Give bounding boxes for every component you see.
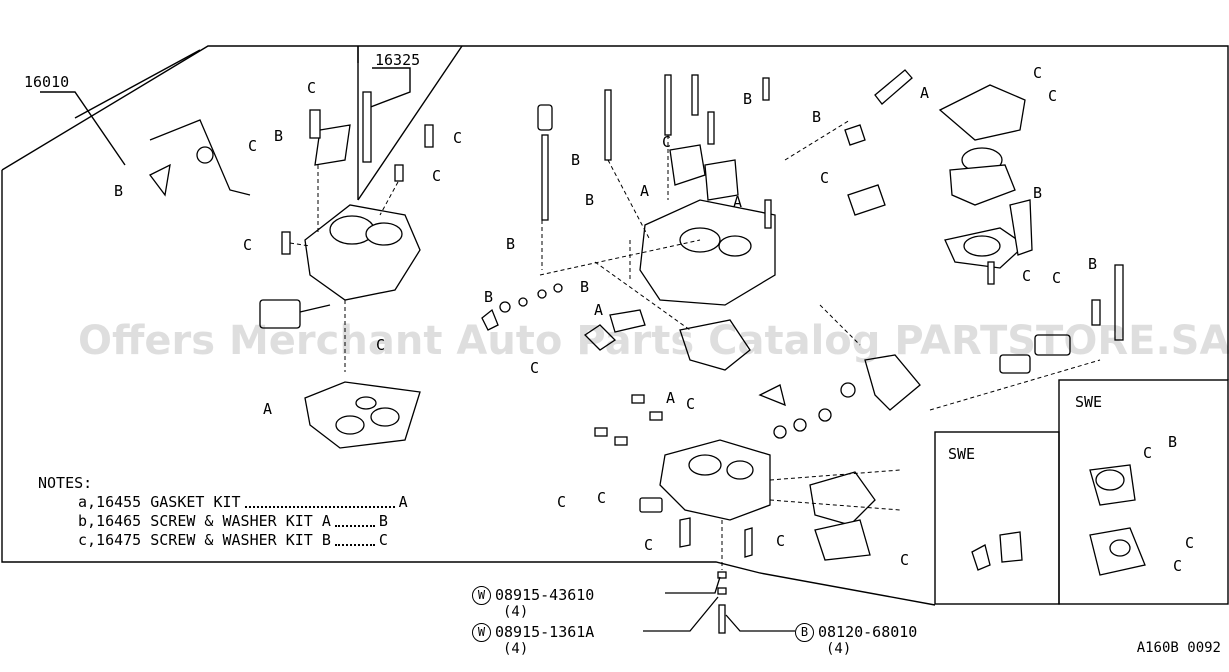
callout-a: A <box>263 400 273 418</box>
fastener-qty: (4) <box>503 604 529 620</box>
choke-diaphragm <box>844 69 1124 411</box>
callout-c: C <box>597 489 607 507</box>
part-number-16325-label: 16325 <box>375 51 421 69</box>
callout-c: C <box>1022 267 1032 285</box>
callout-c: C <box>432 167 442 185</box>
callout-b: B <box>506 235 516 253</box>
note-text: a,16455 GASKET KIT <box>78 493 241 511</box>
callout-b: B <box>484 288 494 306</box>
callout-b: B <box>580 278 590 296</box>
frame-left-bottom <box>1 170 936 606</box>
notes-block: NOTES: a,16455 GASKET KIT A b,16465 SCREW… <box>38 474 408 550</box>
callout-c: C <box>1052 269 1062 287</box>
base-gasket-left <box>304 381 421 449</box>
callout-c: C <box>900 551 910 569</box>
callout-c: C <box>243 236 253 254</box>
callout-c: C <box>820 169 830 187</box>
assembly-number-label: 16010 <box>24 73 70 91</box>
callout-b: B <box>1033 184 1043 202</box>
callout-b: B <box>743 90 753 108</box>
callout-c: C <box>557 493 567 511</box>
callout-b: B <box>571 151 581 169</box>
callout-c: C <box>530 359 540 377</box>
fastener-qty: (4) <box>826 641 852 657</box>
note-item: c,16475 SCREW & WASHER KIT B C <box>38 531 408 550</box>
lower-carburetor <box>594 382 876 634</box>
callout-b: B <box>274 127 284 145</box>
note-ref: B <box>378 512 388 530</box>
callout-c: C <box>686 395 696 413</box>
callout-b: B <box>812 108 822 126</box>
swe-label-1: SWE <box>948 445 976 463</box>
callout-b: B <box>585 191 595 209</box>
fastener-number: 08120-68010 <box>818 623 918 641</box>
notes-heading: NOTES: <box>38 474 93 492</box>
callout-c: C <box>1185 534 1195 552</box>
callout-c: C <box>453 129 463 147</box>
callout-c: C <box>662 133 672 151</box>
callout-c: C <box>248 137 258 155</box>
note-item: b,16465 SCREW & WASHER KIT A B <box>38 512 408 531</box>
callout-a: A <box>640 182 650 200</box>
fastener-number: 08915-43610 <box>495 586 595 604</box>
callout-a: A <box>920 84 930 102</box>
callout-c: C <box>776 532 786 550</box>
callout-a: A <box>733 193 743 211</box>
fastener-qty: (4) <box>503 641 529 657</box>
callout-c: C <box>307 79 317 97</box>
callout-c: C <box>376 336 386 354</box>
diagram-reference: A160B 0092 <box>1136 640 1221 656</box>
callout-b: B <box>114 182 124 200</box>
callout-b: B <box>1168 433 1178 451</box>
note-ref: C <box>378 531 388 549</box>
callout-a: A <box>594 301 604 319</box>
fastener-number: 08915-1361A <box>495 623 595 641</box>
callout-c: C <box>1048 87 1058 105</box>
swe-label-2: SWE <box>1075 393 1103 411</box>
note-ref: A <box>398 493 408 511</box>
watermark: Offers Merchant Auto Parts Catalog PARTS… <box>78 318 1229 364</box>
note-text: b,16465 SCREW & WASHER KIT A <box>78 512 331 530</box>
bolt-symbol-icon: B <box>795 623 814 642</box>
swe-parts <box>971 464 1146 576</box>
callout-a: A <box>666 389 676 407</box>
washer-symbol-icon: W <box>472 586 491 605</box>
callout-b: B <box>1088 255 1098 273</box>
callout-c: C <box>1033 64 1043 82</box>
washer-symbol-icon: W <box>472 623 491 642</box>
callout-c: C <box>1143 444 1153 462</box>
note-item: a,16455 GASKET KIT A <box>38 493 408 512</box>
callout-c: C <box>1173 557 1183 575</box>
callout-c: C <box>644 536 654 554</box>
note-text: c,16475 SCREW & WASHER KIT B <box>78 531 331 549</box>
left-carburetor <box>149 91 434 329</box>
middle-carburetor <box>481 74 776 371</box>
swe-box-2 <box>1058 379 1229 605</box>
